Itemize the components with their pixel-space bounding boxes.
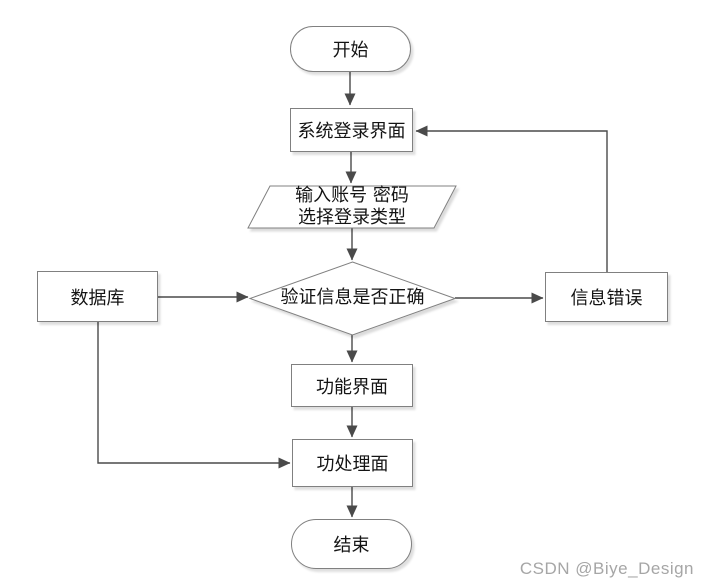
node-database: 数据库 — [37, 271, 158, 322]
connector-error-to-login-feedback — [415, 125, 608, 272]
node-processing-ui-label: 功处理面 — [316, 454, 389, 475]
node-end: 结束 — [291, 519, 412, 569]
verify-info-text: 验证信息是否正确 — [280, 287, 425, 308]
node-system-login: 系统登录界面 — [290, 108, 413, 152]
node-start-label: 开始 — [332, 40, 369, 61]
node-info-error-label: 信息错误 — [570, 288, 643, 309]
io-parallelogram-shape — [247, 185, 457, 229]
node-function-ui-label: 功能界面 — [316, 376, 388, 398]
node-system-login-label: 系统登录界面 — [297, 121, 406, 142]
input-credentials-line1: 输入账号 密码 — [295, 184, 409, 206]
node-processing-ui: 功处理面 — [292, 439, 413, 487]
decision-diamond-shape — [248, 261, 457, 336]
node-input-credentials-label: 输入账号 密码 选择登录类型 — [262, 185, 442, 228]
node-info-error: 信息错误 — [545, 272, 668, 322]
node-function-ui: 功能界面 — [291, 364, 413, 407]
node-verify-info-label: 验证信息是否正确 — [252, 287, 453, 309]
node-start: 开始 — [290, 26, 411, 72]
node-end-label: 结束 — [333, 535, 370, 556]
node-database-label: 数据库 — [70, 287, 125, 309]
connector-database-to-processing — [97, 322, 291, 469]
input-credentials-line2: 选择登录类型 — [298, 206, 406, 228]
watermark: CSDN @Biye_Design — [519, 559, 694, 578]
